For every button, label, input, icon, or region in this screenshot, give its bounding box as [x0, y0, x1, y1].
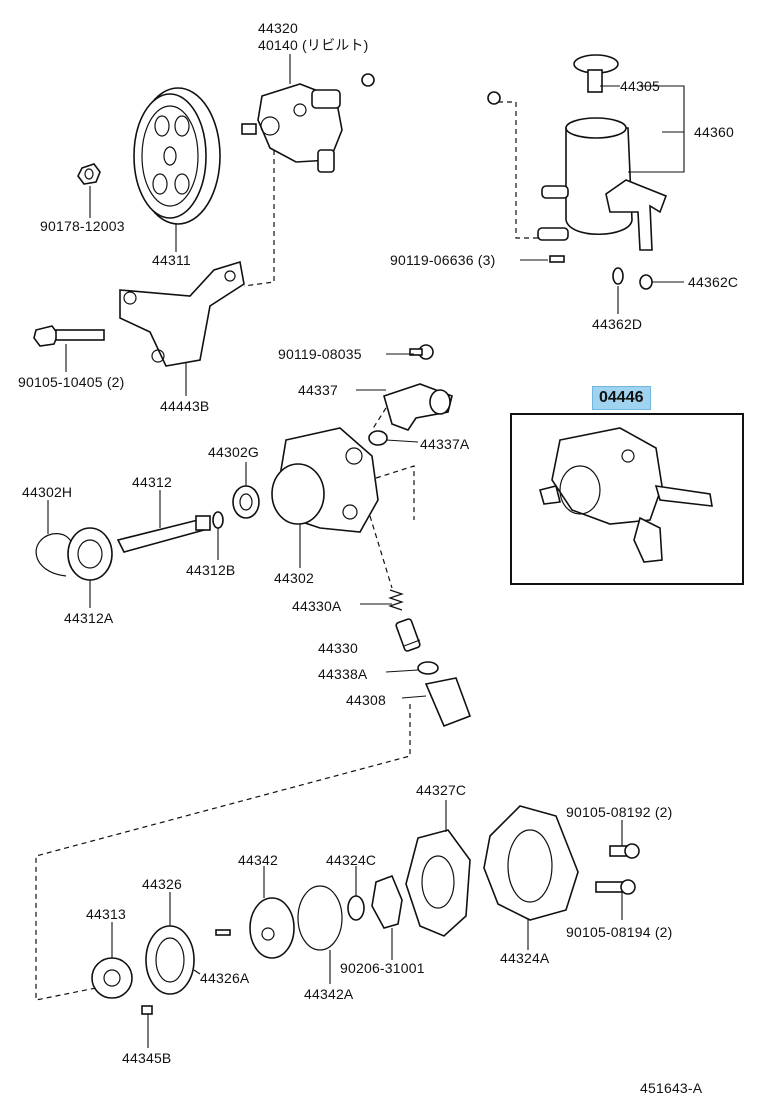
pump-assembly[interactable] [241, 83, 343, 173]
nut[interactable] [77, 163, 101, 185]
inset-assembly [539, 427, 713, 563]
o-ring-44337a[interactable] [368, 430, 388, 446]
vane[interactable] [141, 1005, 153, 1015]
label-44342a: 44342A [304, 986, 354, 1002]
label-90178-12003: 90178-12003 [40, 218, 125, 234]
label-44312: 44312 [132, 474, 172, 490]
ring-44312b[interactable] [212, 511, 224, 529]
o-ring-44324c[interactable] [347, 895, 365, 921]
label-44443b: 44443B [160, 398, 210, 414]
spring[interactable] [388, 589, 404, 611]
dashed-guide-lines [35, 101, 540, 1001]
label-90206-31001: 90206-31001 [340, 960, 425, 976]
label-44338a: 44338A [318, 666, 368, 682]
bolt-90119-06636[interactable] [549, 255, 565, 263]
label-44362d: 44362D [592, 316, 643, 332]
label-44311: 44311 [152, 252, 191, 268]
label-90105-08194: 90105-08194 (2) [566, 924, 673, 940]
inset-box [510, 413, 744, 585]
label-44360: 44360 [694, 124, 734, 140]
label-44312b: 44312B [186, 562, 236, 578]
label-44324c: 44324C [326, 852, 377, 868]
label-44337: 44337 [298, 382, 338, 398]
label-44326a: 44326A [200, 970, 250, 986]
oil-seal[interactable] [232, 485, 260, 519]
label-44302g: 44302G [208, 444, 260, 460]
label-44345b: 44345B [122, 1050, 172, 1066]
o-ring-44342a[interactable] [297, 885, 343, 951]
diagram-id: 451643-A [640, 1080, 703, 1096]
shaft[interactable] [116, 515, 211, 553]
label-44327c: 44327C [416, 782, 467, 798]
label-44302h: 44302H [22, 484, 73, 500]
snap-ring[interactable] [35, 533, 73, 577]
label-04446-highlight[interactable]: 04446 [592, 386, 651, 410]
seal-90206[interactable] [371, 874, 403, 929]
clamp-44362d[interactable] [612, 267, 624, 285]
bolt-90105-08192[interactable] [609, 843, 640, 859]
pump-housing[interactable] [271, 427, 379, 533]
side-plate[interactable] [249, 897, 295, 959]
label-44302: 44302 [274, 570, 314, 586]
label-44324a: 44324A [500, 950, 550, 966]
label-44326: 44326 [142, 876, 182, 892]
label-90119-08035: 90119-08035 [278, 346, 362, 362]
bolt-90119-08035[interactable] [409, 344, 434, 360]
long-bolt[interactable] [33, 325, 105, 347]
reservoir[interactable] [537, 54, 668, 251]
bolt-90105-08194[interactable] [595, 879, 636, 895]
plug[interactable] [424, 677, 472, 728]
label-44312a: 44312A [64, 610, 114, 626]
leader-lines [47, 54, 685, 1048]
label-90119-06636: 90119-06636 (3) [390, 252, 496, 268]
label-90105-08192: 90105-08192 (2) [566, 804, 673, 820]
pulley[interactable] [133, 87, 221, 225]
clamp-44362c[interactable] [639, 274, 653, 290]
rear-housing[interactable] [483, 805, 579, 921]
hose[interactable] [361, 70, 501, 105]
union-fitting[interactable] [383, 383, 453, 431]
label-44320: 44320 [258, 20, 298, 36]
gasket[interactable] [405, 829, 471, 937]
label-44330a: 44330A [292, 598, 342, 614]
bracket[interactable] [119, 260, 245, 367]
label-44305: 44305 [620, 78, 660, 94]
label-90105-10405: 90105-10405 (2) [18, 374, 125, 390]
cam-ring[interactable] [145, 925, 195, 995]
rotor[interactable] [91, 957, 133, 999]
flow-valve[interactable] [395, 618, 421, 652]
label-44342: 44342 [238, 852, 278, 868]
label-40140: 40140 (リビルト) [258, 37, 369, 53]
label-44313: 44313 [86, 906, 126, 922]
pin[interactable] [215, 929, 231, 936]
o-ring-44338a[interactable] [417, 661, 439, 675]
label-44308: 44308 [346, 692, 386, 708]
bearing[interactable] [67, 527, 113, 581]
label-44337a: 44337A [420, 436, 470, 452]
label-44330: 44330 [318, 640, 358, 656]
label-44362c: 44362C [688, 274, 739, 290]
